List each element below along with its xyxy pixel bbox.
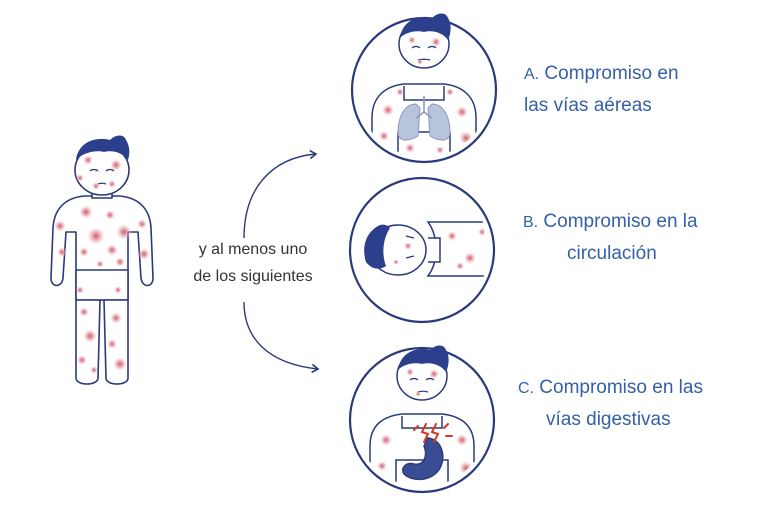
lungs-icon [397, 96, 451, 141]
option-b-line-2: circulación [567, 243, 657, 264]
option-a-letter: A. [524, 66, 540, 83]
option-c-illustration [348, 345, 496, 494]
option-a-line-1: Compromiso en [544, 63, 679, 84]
option-a-line-2: las vías aéreas [524, 95, 652, 116]
option-b-hair-icon [364, 224, 390, 269]
connector-text: y al menos uno de los siguientes [178, 236, 328, 290]
option-b-letter: B. [523, 214, 539, 231]
child-rash-spots [54, 155, 150, 374]
option-a-hair-icon [400, 13, 451, 40]
option-c-hair-icon [398, 345, 449, 372]
option-a-label: A. Compromiso en las vías aéreas [524, 58, 734, 121]
option-a-illustration [350, 13, 498, 164]
child-hair-icon [76, 135, 130, 160]
stomach-icon [402, 437, 444, 481]
option-c-letter: C. [518, 380, 534, 397]
arrow-down-to-option-c [243, 301, 320, 374]
option-c-line-1: Compromiso en las [539, 377, 703, 398]
connector-line-1: y al menos uno [198, 241, 308, 258]
option-b-illustration [348, 176, 496, 324]
option-c-line-2: vías digestivas [546, 409, 671, 430]
option-b-label: B. Compromiso en la circulación [523, 206, 738, 269]
option-c-label: C. Compromiso en las vías digestivas [518, 372, 748, 435]
pain-burst-icon [413, 423, 453, 443]
connector-line-2: de los siguientes [193, 268, 313, 285]
child-shorts [75, 269, 129, 301]
arrow-up-to-option-a [243, 149, 318, 239]
option-b-line-1: Compromiso en la [543, 211, 698, 232]
